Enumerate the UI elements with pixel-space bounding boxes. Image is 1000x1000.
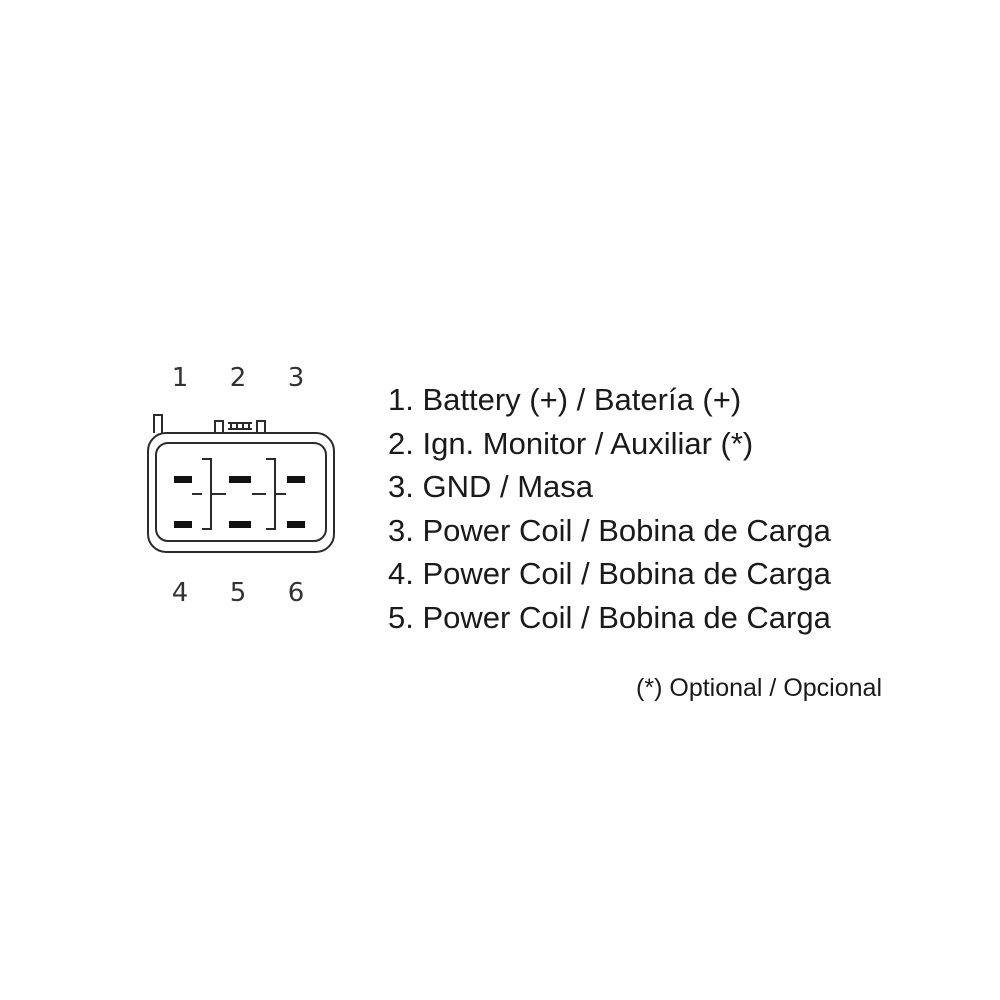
terminal-3	[287, 476, 305, 483]
pin-number-2: 2	[229, 363, 247, 393]
legend-item: 4. Power Coil / Bobina de Carga	[388, 556, 831, 591]
pin-number-6: 6	[287, 578, 305, 608]
legend-item: 1. Battery (+) / Batería (+)	[388, 382, 742, 417]
legend-item: 5. Power Coil / Bobina de Carga	[388, 599, 831, 635]
pin-number-1: 1	[171, 363, 189, 393]
terminal-2	[229, 476, 251, 483]
legend-item: 2. Ign. Monitor / Auxiliar (*)	[388, 425, 754, 461]
legend-item: 3. GND / Masa	[388, 469, 593, 504]
pin-legend: 1. Battery (+) / Batería (+) 2. Ign. Mon…	[388, 378, 831, 639]
pin-number-5: 5	[229, 578, 247, 608]
footnote: (*) Optional / Opcional	[636, 674, 882, 702]
terminal-6	[287, 521, 305, 528]
connector-housing	[147, 414, 335, 553]
pin-number-4: 4	[171, 578, 189, 608]
terminal-5	[229, 521, 251, 528]
legend-item: 3. Power Coil / Bobina de Carga	[388, 512, 831, 548]
terminal-1	[174, 476, 192, 483]
terminal-4	[174, 521, 192, 528]
pin-number-3: 3	[287, 363, 305, 393]
connector-diagram: 1 2 3	[140, 355, 340, 615]
